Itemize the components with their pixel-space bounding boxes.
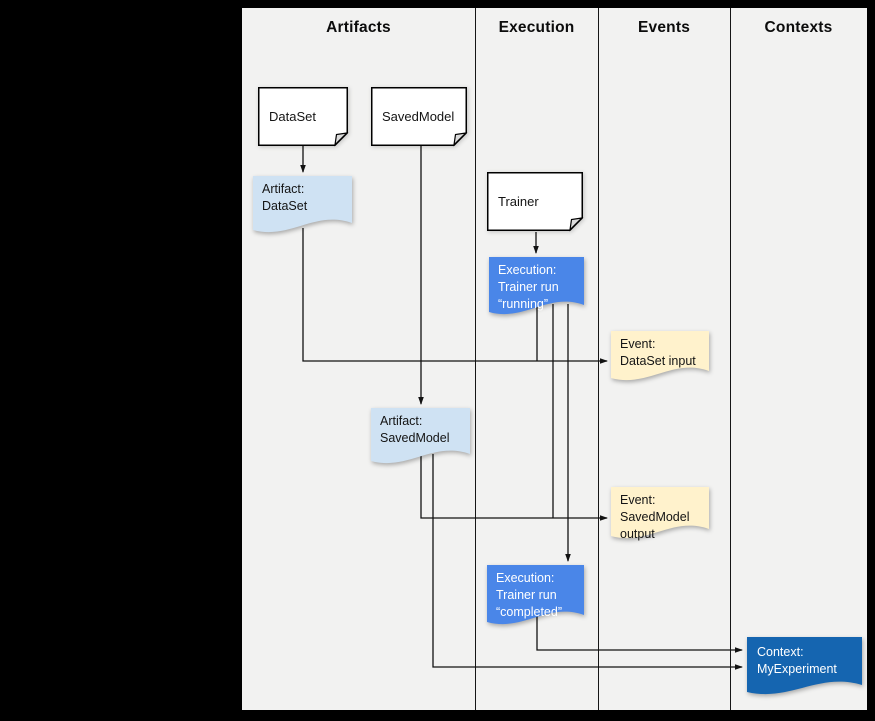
node-context-myexperiment-label: Context: MyExperiment: [757, 645, 837, 676]
node-dataset-label: DataSet: [269, 109, 316, 124]
column-separator-artifacts-execution: [475, 8, 476, 710]
column-separator-execution-events: [598, 8, 599, 710]
node-execution-completed: Execution: Trainer run “completed”: [487, 565, 584, 635]
node-savedmodel-label: SavedModel: [382, 109, 455, 124]
node-artifact-savedmodel-label: Artifact: SavedModel: [380, 414, 450, 445]
node-event-savedmodel-output-label: Event: SavedModel output: [620, 493, 690, 541]
node-dataset: DataSet: [258, 87, 349, 147]
mlmd-swimlane-diagram: Artifacts Execution Events Contexts Data…: [242, 8, 867, 710]
node-savedmodel: SavedModel: [371, 87, 468, 147]
node-artifact-dataset: Artifact: DataSet: [253, 176, 352, 243]
node-event-dataset-input-label: Event: DataSet input: [620, 337, 696, 368]
column-header-events: Events: [637, 19, 691, 36]
column-header-execution: Execution: [498, 19, 575, 36]
node-trainer: Trainer: [487, 172, 584, 232]
node-execution-completed-label: Execution: Trainer run “completed”: [496, 571, 562, 619]
column-header-contexts: Contexts: [764, 19, 833, 36]
node-artifact-savedmodel: Artifact: SavedModel: [371, 408, 470, 474]
node-execution-running-label: Execution: Trainer run “running”: [498, 263, 559, 311]
node-event-savedmodel-output: Event: SavedModel output: [611, 487, 709, 549]
edge-artifact-savedmodel-to-context: [432, 454, 743, 670]
column-header-artifacts: Artifacts: [326, 19, 391, 36]
node-trainer-label: Trainer: [498, 194, 539, 209]
node-event-dataset-input: Event: DataSet input: [611, 331, 709, 391]
node-artifact-dataset-label: Artifact: DataSet: [262, 182, 308, 213]
node-context-myexperiment: Context: MyExperiment: [747, 637, 862, 705]
column-separator-events-contexts: [730, 8, 731, 710]
node-execution-running: Execution: Trainer run “running”: [489, 257, 584, 325]
